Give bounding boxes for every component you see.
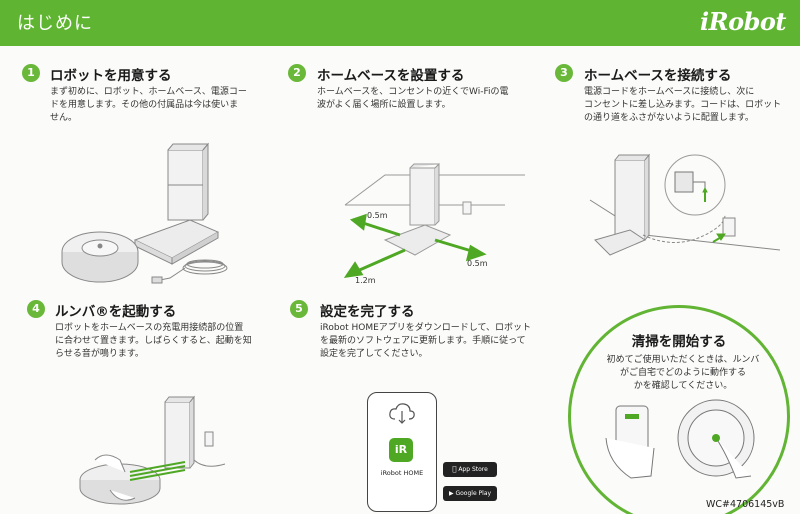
body-line: の通り道をふさがないように配置します。 bbox=[584, 113, 754, 123]
body-line: まず初めに、ロボット、ホームベース、電源コー bbox=[50, 87, 247, 97]
body-line: がご自宅でどのように動作する bbox=[619, 368, 746, 378]
connect-cord-illustration bbox=[589, 153, 781, 256]
step-title: 設定を完了する bbox=[320, 304, 415, 320]
body-line: 電源コードをホームベースに接続し、次に bbox=[584, 87, 755, 97]
final-step-title: 清掃を開始する bbox=[631, 334, 727, 350]
google-play-label: Google Play bbox=[455, 490, 492, 497]
step-title: ホームベースを接続する bbox=[584, 68, 732, 84]
step-number: 1 bbox=[22, 64, 40, 82]
body-line: 設定を完了してください。 bbox=[320, 349, 428, 359]
start-roomba-illustration bbox=[79, 395, 226, 505]
body-line: コンセントに差し込みます。コードは、ロボット bbox=[584, 100, 782, 110]
clearance-left-label: 0.5m bbox=[367, 211, 388, 220]
step-title: ルンバ®を起動する bbox=[55, 304, 177, 320]
step-number: 3 bbox=[555, 64, 573, 82]
body-line: らせる音が鳴ります。 bbox=[55, 349, 144, 359]
step-body: まず初めに、ロボット、ホームベース、電源コー ドを用意します。その他の付属品は今… bbox=[50, 86, 280, 125]
page-title: はじめに bbox=[17, 13, 93, 34]
clean-button-illustration bbox=[605, 399, 755, 479]
apple-icon:  bbox=[452, 465, 456, 473]
app-store-badge[interactable]:  App Store bbox=[443, 462, 497, 477]
step-body: ホームベースを、コンセントの近くでWi-Fiの電 波がよく届く場所に設置します。 bbox=[317, 86, 547, 112]
body-line: せん。 bbox=[50, 113, 78, 123]
step-body: 電源コードをホームベースに接続し、次に コンセントに差し込みます。コードは、ロボ… bbox=[584, 86, 794, 125]
step-number: 2 bbox=[288, 64, 306, 82]
body-line: ドを用意します。その他の付属品は今は使いま bbox=[50, 100, 239, 110]
body-line: を最新のソフトウェアに更新します。手順に従って bbox=[320, 336, 526, 346]
step-body: iRobot HOMEアプリをダウンロードして、ロボット を最新のソフトウェアに… bbox=[320, 322, 570, 361]
step-title: ロボットを用意する bbox=[50, 68, 172, 84]
body-line: ロボットをホームベースの充電用接続部の位置 bbox=[55, 323, 244, 333]
google-play-badge[interactable]: ▶ Google Play bbox=[443, 486, 497, 501]
app-name: iRobot HOME bbox=[380, 469, 424, 477]
app-store-label: App Store bbox=[455, 466, 488, 473]
body-line: かを確認してください。 bbox=[633, 381, 733, 391]
step-title: ホームベースを設置する bbox=[317, 68, 465, 84]
robot-and-base-illustration bbox=[61, 142, 228, 284]
clearance-front-label: 1.2m bbox=[355, 276, 376, 285]
step-number: 5 bbox=[290, 300, 308, 318]
play-icon: ▶ bbox=[448, 490, 454, 497]
body-line: iRobot HOMEアプリをダウンロードして、ロボット bbox=[320, 323, 532, 333]
clearance-right-label: 0.5m bbox=[467, 259, 488, 268]
header-bar: はじめに iRobot bbox=[0, 0, 800, 46]
cloud-download-icon bbox=[389, 403, 415, 424]
final-step-body: 初めてご使用いただくときは、ルンバ がご自宅でどのように動作する かを確認してく… bbox=[593, 354, 773, 393]
phone-illustration: iR iRobot HOME bbox=[367, 392, 437, 512]
start-cleaning-panel: 清掃を開始する 初めてご使用いただくときは、ルンバ がご自宅でどのように動作する… bbox=[568, 305, 790, 514]
body-line: 初めてご使用いただくときは、ルンバ bbox=[606, 355, 760, 365]
body-line: に合わせて置きます。しばらくすると、起動を知 bbox=[55, 336, 252, 346]
clearance-illustration: 0.5m 0.5m 1.2m bbox=[343, 162, 525, 285]
step-body: ロボットをホームベースの充電用接続部の位置 に合わせて置きます。しばらくすると、… bbox=[55, 322, 295, 361]
irobot-logo: iRobot bbox=[700, 7, 786, 36]
step-number: 4 bbox=[27, 300, 45, 318]
footer-code: WC#4706145vB bbox=[706, 499, 785, 510]
body-line: ホームベースを、コンセントの近くでWi-Fiの電 bbox=[317, 87, 509, 97]
body-line: 波がよく届く場所に設置します。 bbox=[317, 100, 451, 110]
irobot-home-app-icon[interactable]: iR bbox=[389, 438, 413, 462]
